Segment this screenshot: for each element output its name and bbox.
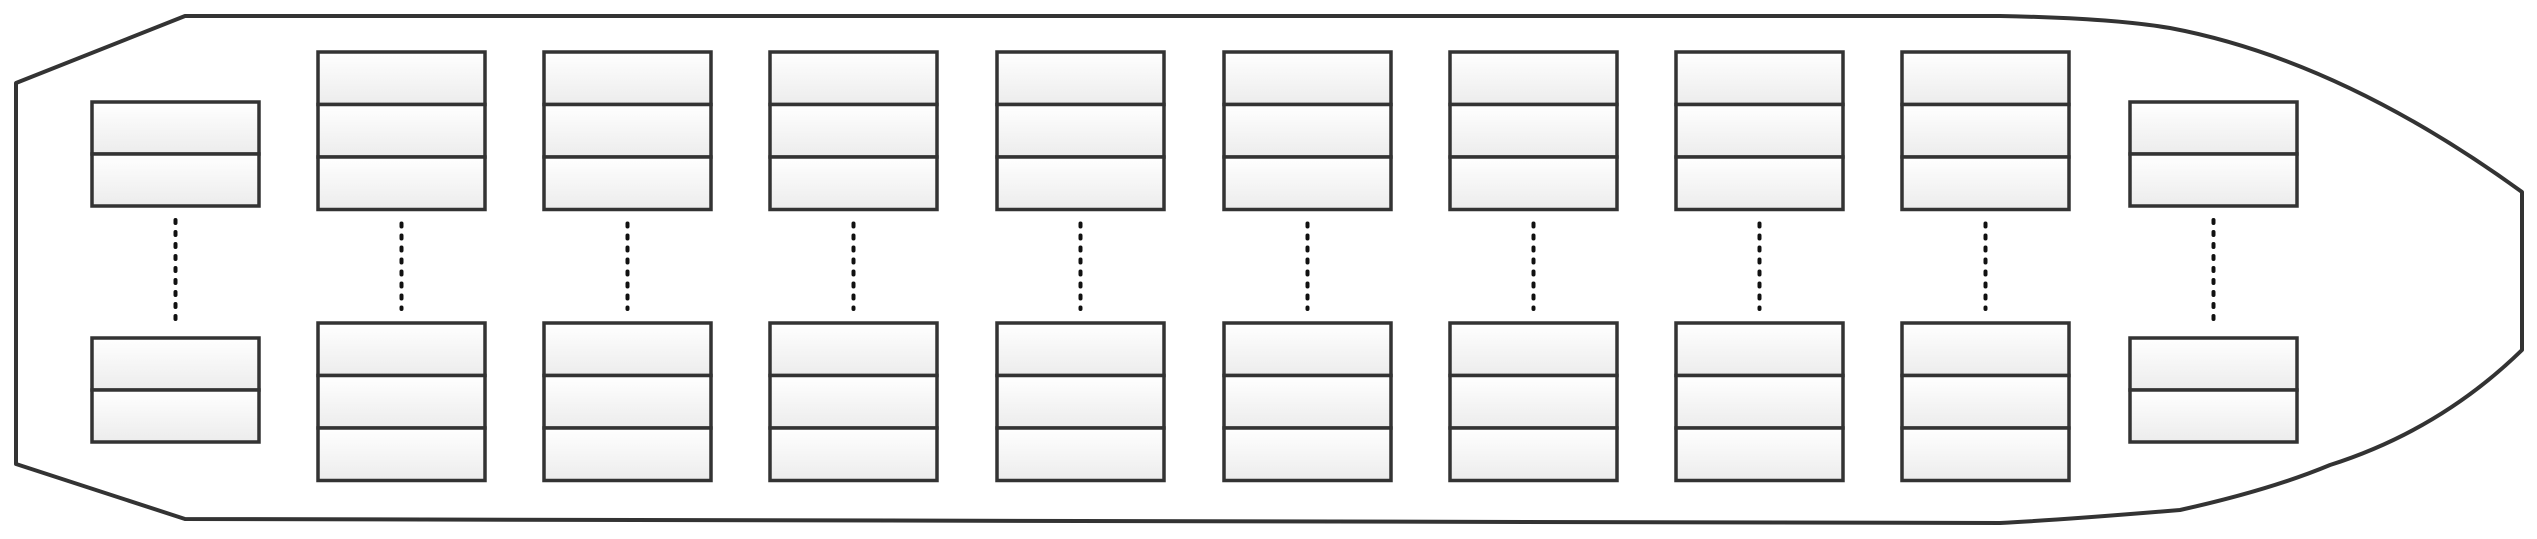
col-6-bottom-slot-3: [1222, 426, 1393, 483]
col-7-bottom-slot-3: [1448, 426, 1619, 483]
col-6-top-block: [1222, 50, 1393, 212]
col-6-top-slot-2: [1222, 102, 1393, 159]
col-4-top-block: [768, 50, 939, 212]
col-9-top-block: [1900, 50, 2071, 212]
col-4-top-slot-3: [768, 155, 939, 212]
col-2-bottom-block: [316, 321, 487, 483]
col-4-top-slot-1: [768, 50, 939, 107]
col-6-top-slot-3: [1222, 155, 1393, 212]
col-7-top-block: [1448, 50, 1619, 212]
col-9-bottom-block: [1900, 321, 2071, 483]
col-2-top-slot-3: [316, 155, 487, 212]
col-7-bottom-slot-2: [1448, 373, 1619, 430]
col-5-top-block: [995, 50, 1166, 212]
col-5-bottom-block: [995, 321, 1166, 483]
col-6-top-slot-1: [1222, 50, 1393, 107]
col-3-bottom-slot-3: [542, 426, 713, 483]
col-10-bottom-slot-2: [2128, 388, 2299, 444]
col-8-bottom-slot-1: [1674, 321, 1845, 378]
col-4-bottom-slot-3: [768, 426, 939, 483]
col-5-top-slot-1: [995, 50, 1166, 107]
col-8-top-block: [1674, 50, 1845, 212]
col-10-top-block: [2128, 100, 2299, 208]
col-8-top-slot-1: [1674, 50, 1845, 107]
col-9-top-slot-3: [1900, 155, 2071, 212]
col-5-bottom-slot-3: [995, 426, 1166, 483]
col-6-bottom-slot-2: [1222, 373, 1393, 430]
col-9-top-slot-1: [1900, 50, 2071, 107]
col-2-bottom-slot-2: [316, 373, 487, 430]
col-10-bottom-slot-1: [2128, 336, 2299, 392]
col-5-top-slot-3: [995, 155, 1166, 212]
col-3-bottom-slot-1: [542, 321, 713, 378]
col-2-bottom-slot-3: [316, 426, 487, 483]
col-1-top-block: [90, 100, 261, 208]
col-4-bottom-slot-2: [768, 373, 939, 430]
col-8-bottom-slot-3: [1674, 426, 1845, 483]
col-4-bottom-slot-1: [768, 321, 939, 378]
col-1-top-slot-1: [90, 100, 261, 156]
col-9-bottom-slot-2: [1900, 373, 2071, 430]
col-6-bottom-slot-1: [1222, 321, 1393, 378]
col-10-bottom-block: [2128, 336, 2299, 444]
col-8-bottom-block: [1674, 321, 1845, 483]
col-8-top-slot-3: [1674, 155, 1845, 212]
col-7-top-slot-1: [1448, 50, 1619, 107]
col-9-top-slot-2: [1900, 102, 2071, 159]
col-6-bottom-block: [1222, 321, 1393, 483]
col-7-bottom-slot-1: [1448, 321, 1619, 378]
vertical-connectors: [173, 218, 2216, 326]
col-7-top-slot-2: [1448, 102, 1619, 159]
col-2-top-slot-2: [316, 102, 487, 159]
col-1-bottom-block: [90, 336, 261, 444]
col-1-bottom-slot-1: [90, 336, 261, 392]
col-8-top-slot-2: [1674, 102, 1845, 159]
col-2-top-slot-1: [316, 50, 487, 107]
col-3-top-slot-2: [542, 102, 713, 159]
col-3-bottom-slot-2: [542, 373, 713, 430]
col-5-top-slot-2: [995, 102, 1166, 159]
col-8-bottom-slot-2: [1674, 373, 1845, 430]
col-3-top-block: [542, 50, 713, 212]
col-1-top-slot-2: [90, 152, 261, 208]
col-10-top-slot-2: [2128, 152, 2299, 208]
col-7-bottom-block: [1448, 321, 1619, 483]
col-9-bottom-slot-3: [1900, 426, 2071, 483]
col-4-top-slot-2: [768, 102, 939, 159]
col-3-top-slot-3: [542, 155, 713, 212]
col-10-top-slot-1: [2128, 100, 2299, 156]
col-3-top-slot-1: [542, 50, 713, 107]
hull-outline: [14, 14, 2524, 525]
col-1-bottom-slot-2: [90, 388, 261, 444]
col-5-bottom-slot-1: [995, 321, 1166, 378]
col-2-bottom-slot-1: [316, 321, 487, 378]
col-3-bottom-block: [542, 321, 713, 483]
col-2-top-block: [316, 50, 487, 212]
col-4-bottom-block: [768, 321, 939, 483]
col-7-top-slot-3: [1448, 155, 1619, 212]
col-9-bottom-slot-1: [1900, 321, 2071, 378]
cargo-blocks: [90, 50, 2299, 483]
col-5-bottom-slot-2: [995, 373, 1166, 430]
